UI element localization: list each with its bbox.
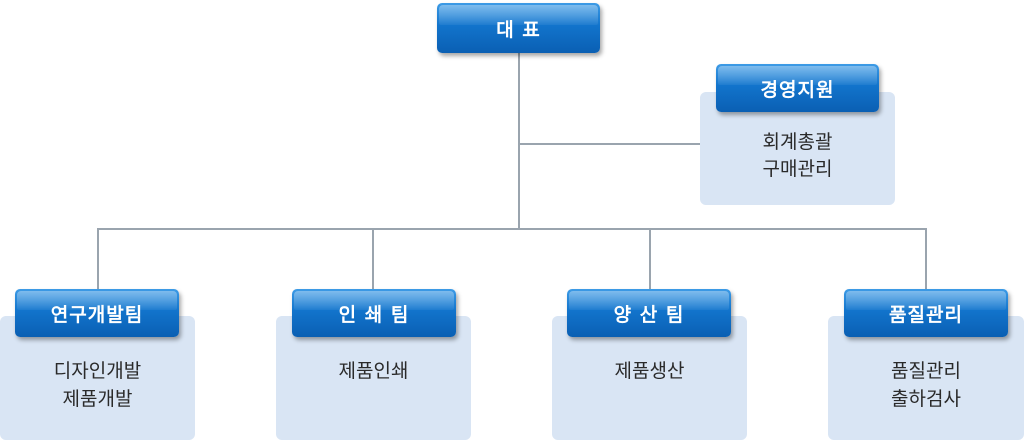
team-production-label: 양 산 팀 [613, 303, 685, 326]
team-production-duty-1: 제품생산 [614, 360, 685, 382]
support-box[interactable]: 경영지원 [716, 64, 879, 112]
support-duty-2: 구매관리 [762, 158, 833, 180]
team-box-print[interactable]: 인 쇄 팀 [292, 289, 456, 337]
support-label: 경영지원 [760, 78, 835, 101]
ceo-label: 대 표 [496, 18, 541, 41]
team-quality-duty-2: 출하검사 [891, 388, 961, 410]
team-box-quality[interactable]: 품질관리 [844, 289, 1008, 337]
team-rnd-duty-2: 제품개발 [62, 388, 133, 410]
ceo-box[interactable]: 대 표 [437, 3, 600, 53]
connector-team-2 [372, 228, 374, 290]
connector-ceo-trunk [518, 52, 520, 229]
support-duty-1: 회계총괄 [762, 131, 833, 153]
connector-support-branch [518, 143, 700, 145]
team-box-production[interactable]: 양 산 팀 [567, 289, 731, 337]
team-quality-label: 품질관리 [889, 303, 963, 326]
team-print-label: 인 쇄 팀 [338, 303, 410, 326]
connector-team-1 [97, 228, 99, 290]
team-rnd-duty-1: 디자인개발 [53, 360, 142, 382]
connector-team-4 [925, 228, 927, 290]
connector-teams-horizontal [97, 228, 926, 230]
team-print-duty-1: 제품인쇄 [338, 360, 409, 382]
team-box-rnd[interactable]: 연구개발팀 [15, 289, 179, 337]
team-quality-duty-1: 품질관리 [891, 360, 961, 382]
team-rnd-label: 연구개발팀 [50, 303, 144, 326]
connector-team-3 [649, 228, 651, 290]
